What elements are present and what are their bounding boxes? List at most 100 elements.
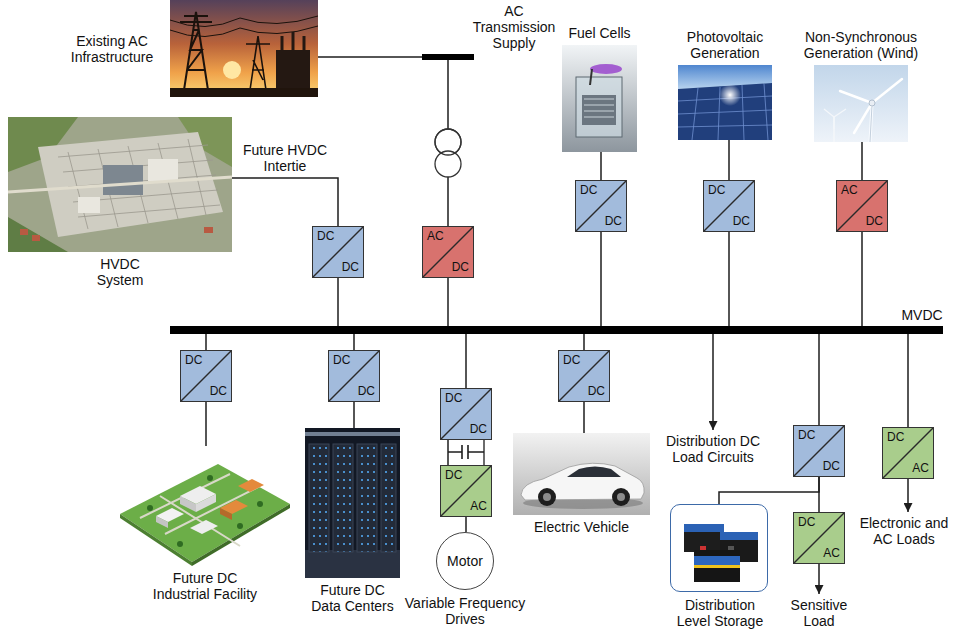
converter-box: DCDC	[558, 350, 610, 402]
converter-port-label: DC	[333, 354, 350, 367]
converter-port-label: DC	[823, 460, 840, 473]
solar-panel-photo-part	[678, 83, 772, 140]
connector-line	[907, 334, 909, 427]
converter-box: DC AC	[440, 465, 492, 517]
solar-panel-photo-part	[678, 65, 772, 140]
industrial-site-illustration-part	[156, 516, 168, 528]
diagonal-line	[794, 513, 844, 563]
connector-line	[447, 278, 449, 326]
connector-line	[583, 334, 585, 350]
diagonal-line	[423, 227, 473, 277]
electric-car-photo-part	[513, 433, 650, 515]
electric-car-photo-part	[567, 467, 621, 478]
converter-port-label: DC	[887, 431, 904, 444]
converter-port-label: DC	[580, 184, 597, 197]
diagonal-line	[313, 227, 363, 277]
converter-port-label: DC	[342, 261, 359, 274]
photo-panel: Future DC Industrial Facility	[120, 446, 290, 566]
connector-line	[465, 517, 467, 532]
solar-panel-photo-part	[678, 84, 772, 140]
converter-box: DC DC	[793, 425, 845, 477]
photo-panel: Existing AC Infrastructure	[170, 0, 318, 97]
diagonal-line	[837, 181, 887, 231]
industrial-site-illustration	[120, 464, 290, 566]
data-center-photo	[305, 428, 400, 578]
converter-box: DCDC	[328, 350, 380, 402]
connector-line	[818, 334, 820, 425]
load-label: Electronic and AC Loads	[852, 515, 956, 547]
solar-panel-photo-part	[719, 84, 741, 106]
connector-line	[712, 334, 714, 430]
photo-caption: HVDC System	[90, 256, 150, 288]
photo-panel: Fuel Cells	[562, 45, 637, 152]
battery-photo-part	[694, 556, 740, 565]
converter-port-label: DC	[866, 215, 883, 228]
converter-port-label: AC	[823, 547, 840, 560]
power-line-photo-part	[180, 12, 212, 90]
hvdc-station-photo-part	[32, 235, 40, 241]
wind-turbine-photo-part	[814, 65, 908, 142]
hvdc-station-photo-part	[148, 159, 178, 181]
converter-port-label: DC	[452, 261, 469, 274]
converter-port-label: DC	[798, 429, 815, 442]
industrial-site-illustration-part	[120, 464, 290, 562]
connector-line	[465, 334, 467, 388]
electric-car-photo-part	[612, 488, 630, 506]
photo-caption: Distribution Level Storage	[670, 597, 770, 629]
photo-caption: Non-Synchronous Generation (Wind)	[796, 29, 926, 61]
diagonal-line	[883, 428, 933, 478]
electric-car-photo-part	[543, 493, 551, 501]
converter-port-label: DC	[210, 385, 227, 398]
converter-port-label: DC	[798, 516, 815, 529]
fuel-cell-photo-part	[584, 99, 614, 117]
diagonal-line	[704, 181, 754, 231]
industrial-site-illustration-part	[237, 523, 243, 529]
connector-line	[205, 402, 207, 446]
converter-box: AC DC	[836, 180, 888, 232]
photo-caption: AC Transmission Supply	[468, 3, 560, 51]
wind-turbine-photo-part	[824, 109, 846, 129]
power-line-photo-part	[170, 88, 318, 97]
fuel-cell-photo-part	[590, 69, 592, 85]
photo-caption: Fuel Cells	[555, 25, 645, 41]
converter-box: DCDC	[440, 388, 492, 440]
photo-panel: HVDC System	[8, 117, 232, 252]
industrial-site-illustration-part	[190, 520, 218, 534]
converter-box: DCAC	[882, 427, 934, 479]
converter-port-label: DC	[733, 215, 750, 228]
diagonal-line	[794, 426, 844, 476]
hvdc-station-photo-part	[78, 197, 100, 213]
photo-caption: Future DC Industrial Facility	[148, 570, 263, 602]
converter-port-label: DC	[708, 184, 725, 197]
diagonal-line	[576, 181, 626, 231]
battery-photo-part	[728, 546, 734, 550]
photo-panel: Photovoltaic Generation	[678, 65, 772, 140]
photo-caption: Future DC Data Centers	[308, 582, 398, 614]
converter-box: DC DC	[703, 180, 755, 232]
converter-port-label: DC	[317, 230, 334, 243]
load-label: Distribution DC Load Circuits	[658, 433, 768, 465]
wind-turbine-photo-part	[869, 100, 875, 106]
wind-turbine-photo-part	[840, 79, 902, 133]
data-center-photo-part	[305, 432, 400, 436]
hvdc-station-photo-part	[8, 117, 232, 252]
data-center-photo-part	[305, 550, 400, 578]
converter-port-label: AC	[470, 500, 487, 513]
load-label-box: Distribution DC Load Circuits	[658, 430, 768, 465]
converter-port-label: DC	[185, 354, 202, 367]
converter-port-label: AC	[841, 184, 858, 197]
photo-panel: Distribution Level Storage	[670, 504, 768, 592]
photo-caption: Electric Vehicle	[522, 519, 642, 535]
industrial-site-illustration-part	[220, 508, 232, 520]
hvdc-station-photo-part	[20, 229, 28, 235]
diagonal-line	[329, 351, 379, 401]
battery-photo-part	[694, 565, 740, 568]
connector-line	[600, 152, 602, 180]
converter-port-label: DC	[445, 392, 462, 405]
connector-label: Future HVDC Intertie	[238, 142, 333, 174]
power-line-photo	[170, 0, 318, 97]
motor-label: Motor	[447, 553, 483, 569]
connector-line	[353, 334, 355, 350]
converter-port-label: DC	[445, 469, 462, 482]
wind-turbine-photo-part	[870, 105, 872, 142]
